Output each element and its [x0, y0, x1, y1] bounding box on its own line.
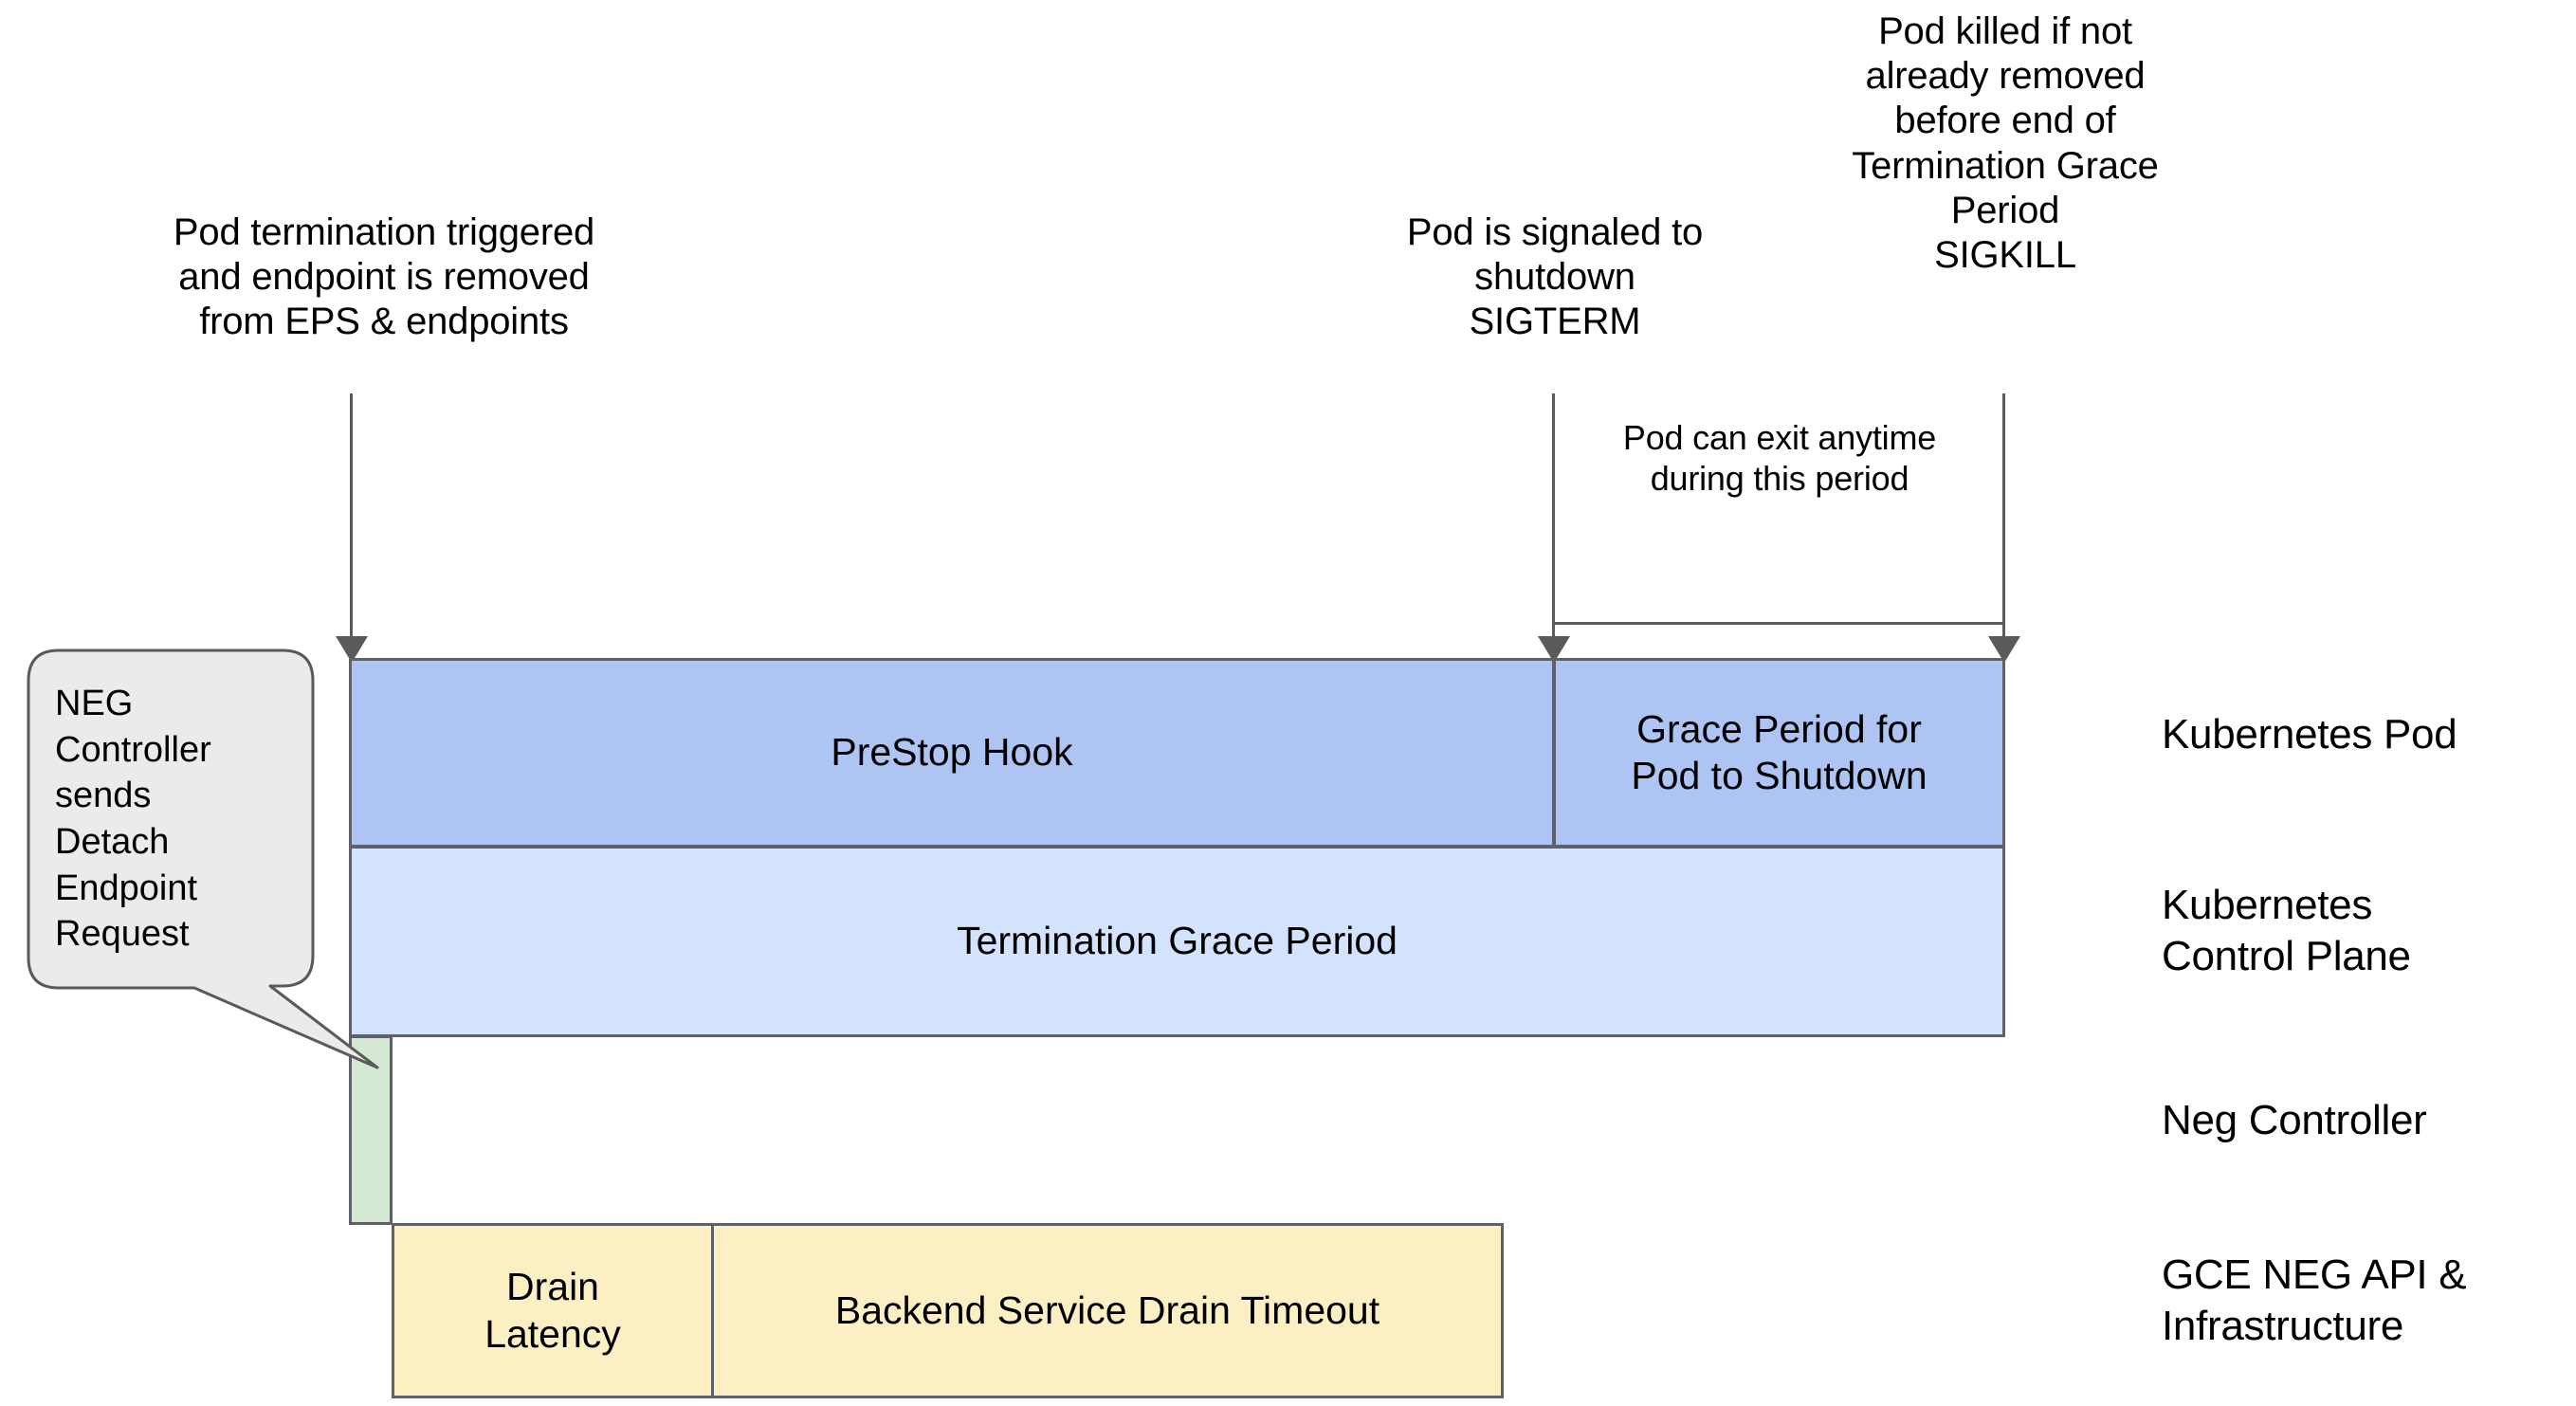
lane-label-kubernetes-pod: Kubernetes Pod: [2162, 711, 2457, 758]
event-line-pod-termination: [350, 393, 353, 638]
span-bracket-pod-exit-window: [1553, 622, 2003, 625]
bar-drain-latency[interactable]: Drain Latency: [392, 1223, 714, 1398]
bar-backend-service-drain-timeout[interactable]: Backend Service Drain Timeout: [711, 1223, 1504, 1398]
lane-label-neg-controller: Neg Controller: [2162, 1097, 2427, 1143]
bar-grace-period-pod-shutdown[interactable]: Grace Period for Pod to Shutdown: [1553, 658, 2005, 848]
bar-termination-grace-period[interactable]: Termination Grace Period: [349, 846, 2005, 1037]
annotation-pod-can-exit-anytime: Pod can exit anytime during this period: [1622, 418, 1937, 499]
bar-neg-controller[interactable]: [349, 1035, 393, 1225]
callout-label: NEG Controller sends Detach Endpoint Req…: [55, 684, 211, 955]
callout-bubble-shape: [27, 648, 379, 1069]
annotation-pod-signaled-shutdown: Pod is signaled to shutdown SIGTERM: [1406, 211, 1704, 343]
annotation-pod-killed-sigkill: Pod killed if not already removed before…: [1852, 10, 2159, 276]
event-line-sigkill: [2002, 393, 2005, 638]
lane-label-gce-neg-api: GCE NEG API & Infrastructure: [2162, 1251, 2467, 1349]
neg-controller-callout[interactable]: NEG Controller sends Detach Endpoint Req…: [9, 643, 408, 1212]
event-line-sigterm: [1552, 393, 1555, 638]
annotation-pod-termination-triggered: Pod termination triggered and endpoint i…: [173, 211, 595, 343]
bar-prestop-hook[interactable]: PreStop Hook: [349, 658, 1555, 848]
lane-label-kubernetes-control-plane: Kubernetes Control Plane: [2162, 882, 2411, 979]
